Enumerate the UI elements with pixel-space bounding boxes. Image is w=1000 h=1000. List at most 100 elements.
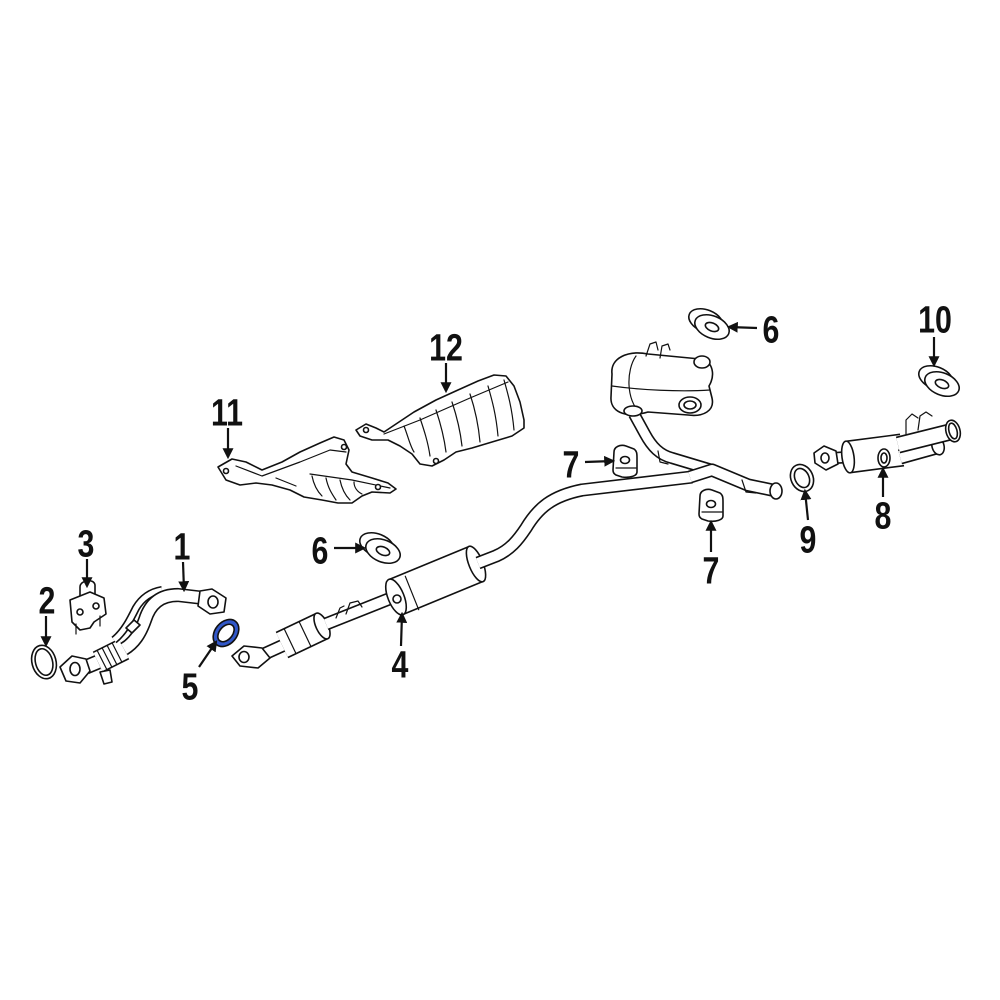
shield-12-hole-b xyxy=(362,426,370,434)
part-4-center-pipe-resonator xyxy=(231,411,783,669)
callouts: 1 2 3 4 5 6 6 7 xyxy=(39,299,952,708)
callout-arrow-7-top xyxy=(584,455,616,467)
part-8-rear-muffler-tailpipe xyxy=(813,411,962,474)
gasket-5-inner xyxy=(217,623,235,643)
part-11-front-heat-shield xyxy=(217,436,397,504)
callout-arrow-4 xyxy=(396,611,408,647)
callout-arrow-5 xyxy=(198,640,218,668)
shield-12-hole-a xyxy=(432,457,440,465)
callout-7-bottom: 7 xyxy=(703,519,720,592)
front-pipe-right-flange-hole xyxy=(207,595,219,609)
callout-arrow-6-right xyxy=(726,321,758,333)
rear-branch-pipe xyxy=(630,411,714,475)
muffler-8-tail-upper xyxy=(896,425,952,452)
callout-label-11: 11 xyxy=(211,392,243,434)
callout-9: 9 xyxy=(800,488,817,561)
callout-4: 4 xyxy=(392,611,409,686)
front-pipe-bellows-ribs xyxy=(96,643,123,670)
shield-11-hole-a xyxy=(222,467,230,475)
callout-10: 10 xyxy=(918,299,952,368)
outlet-flange xyxy=(769,482,783,500)
rear-muffler-outlet-inner xyxy=(683,400,697,410)
muffler-8-front-cap xyxy=(840,440,856,474)
callout-11: 11 xyxy=(211,392,243,460)
callout-12: 12 xyxy=(429,327,463,394)
callout-label-3: 3 xyxy=(78,523,95,565)
gasket-2-inner xyxy=(34,647,54,677)
front-pipe-hanger-tab xyxy=(99,669,113,685)
shield-11-hole-b xyxy=(340,443,348,451)
bracket-3-hole-a xyxy=(76,608,84,616)
callout-8: 8 xyxy=(875,466,892,537)
callout-7-top: 7 xyxy=(563,444,616,486)
part-2-gasket-ring xyxy=(30,644,58,680)
rear-muffler-hangers xyxy=(645,341,671,359)
resonator-inlet xyxy=(392,594,402,604)
rear-pipe xyxy=(476,472,693,568)
callout-label-7-bottom: 7 xyxy=(703,550,720,592)
part-6-rubber-hanger-right xyxy=(688,307,730,341)
insulator-7a-hole xyxy=(619,455,631,465)
callout-6-left: 6 xyxy=(312,530,367,572)
front-pipe-left-flange-hole xyxy=(69,661,81,677)
rear-muffler-inlet xyxy=(623,405,643,417)
part-7-hanger-insulator-bottom xyxy=(698,488,724,523)
shield-11-ribs xyxy=(235,449,391,501)
shield-11-hole-c xyxy=(374,483,382,491)
muffler-8-port-inner xyxy=(880,452,888,464)
gasket-9-inner xyxy=(793,467,811,489)
shield-12-outline xyxy=(355,374,525,467)
muffler-8-body xyxy=(846,435,904,472)
muffler-8-hangers xyxy=(905,411,933,435)
part-3-pipe-bracket xyxy=(69,579,107,635)
insulator-7b-hole xyxy=(705,499,717,509)
catalyst-body xyxy=(276,614,328,657)
resonator-body xyxy=(389,547,483,614)
rear-muffler-top-port xyxy=(693,355,711,369)
mid-pipe xyxy=(324,592,396,629)
callout-arrow-9 xyxy=(800,488,812,521)
front-pipe-sensor xyxy=(125,619,141,634)
callout-1: 1 xyxy=(174,526,191,593)
callout-label-5: 5 xyxy=(182,666,199,708)
callout-label-12: 12 xyxy=(429,327,463,369)
part-7-hanger-insulator-top xyxy=(612,444,638,479)
front-pipe-main xyxy=(120,589,205,654)
callout-label-2: 2 xyxy=(39,580,56,622)
callout-3: 3 xyxy=(78,523,95,589)
bracket-3-hole-b xyxy=(92,602,100,610)
front-flange-hole xyxy=(238,650,250,664)
callout-label-1: 1 xyxy=(174,526,191,568)
part-6-rubber-hanger-left xyxy=(359,531,401,565)
junction-hangers xyxy=(657,450,757,494)
junction-pipe xyxy=(688,465,774,495)
hanger-6a-hole xyxy=(375,545,391,557)
callout-label-4: 4 xyxy=(392,644,409,686)
part-12-center-heat-shield xyxy=(355,374,525,467)
part-10-rubber-hanger xyxy=(918,364,960,398)
callout-label-7-top: 7 xyxy=(563,444,580,486)
bracket-3-plate xyxy=(69,591,107,631)
shield-12-ribs xyxy=(383,379,515,457)
callout-label-6-right: 6 xyxy=(763,309,780,351)
muffler-8-tip-upper-inner xyxy=(947,422,959,440)
part-9-muffler-gasket xyxy=(789,463,815,493)
callout-label-10: 10 xyxy=(918,299,952,341)
front-pipe-shroud xyxy=(112,587,163,642)
muffler-8-tail-lower xyxy=(898,441,938,463)
part-1-front-pipe xyxy=(59,585,227,685)
bracket-3-studs xyxy=(75,615,101,635)
callout-6-right: 6 xyxy=(726,309,780,351)
catalyst-bands xyxy=(283,621,312,654)
callout-5: 5 xyxy=(182,640,218,708)
callout-2: 2 xyxy=(39,580,56,648)
muffler-8-flange-hole xyxy=(820,452,830,464)
hanger-10-hole xyxy=(934,378,950,390)
shield-11-outline xyxy=(217,436,397,504)
callout-label-9: 9 xyxy=(800,519,817,561)
callout-label-8: 8 xyxy=(875,495,892,537)
hanger-6b-hole xyxy=(704,321,720,333)
mid-pipe-hanger xyxy=(335,600,363,619)
